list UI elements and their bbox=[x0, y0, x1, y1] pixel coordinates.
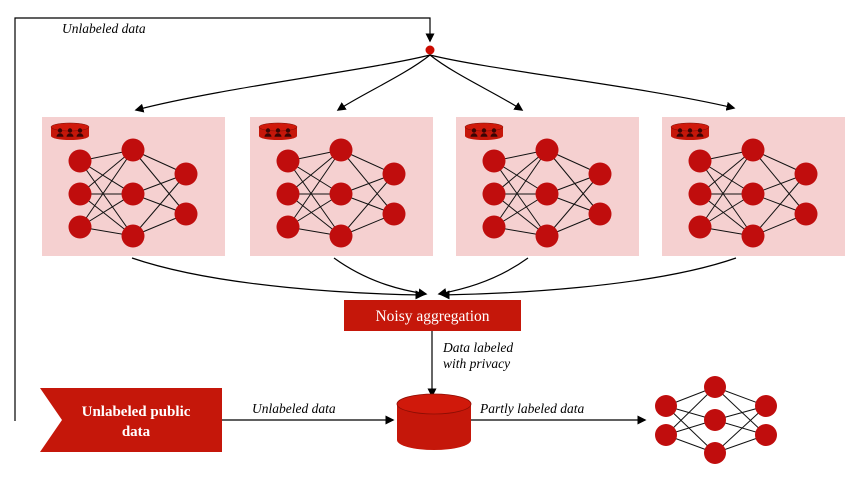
privacy-label-line1: Data labeled bbox=[442, 340, 513, 355]
noisy-aggregation-label: Noisy aggregation bbox=[375, 308, 489, 325]
arrow-teacher-4-to-aggregator bbox=[440, 257, 737, 300]
teacher-model-2 bbox=[250, 117, 433, 256]
arrow-teacher-3-to-aggregator bbox=[437, 257, 529, 297]
top-unlabeled-data-label: Unlabeled data bbox=[62, 21, 146, 36]
public-data-label-line1: Unlabeled public bbox=[82, 404, 191, 420]
noisy-aggregation-box: Noisy aggregation bbox=[344, 300, 521, 331]
split-dot-icon bbox=[425, 45, 435, 55]
partly-labeled-arrow-label: Partly labeled data bbox=[479, 401, 584, 416]
unlabeled-data-arrow-label: Unlabeled data bbox=[252, 401, 336, 416]
arrow-to-teacher-4 bbox=[429, 54, 736, 111]
arrow-to-teacher-3 bbox=[429, 54, 524, 111]
teacher-model-1 bbox=[42, 117, 225, 256]
privacy-label-line2: with privacy bbox=[443, 356, 510, 371]
arrow-teacher-1-to-aggregator bbox=[131, 257, 425, 300]
teacher-model-4 bbox=[662, 117, 845, 256]
labeled-data-store-icon bbox=[396, 393, 472, 450]
unlabeled-data-route-line bbox=[14, 17, 435, 421]
student-model bbox=[654, 375, 778, 465]
arrow-to-teacher-1 bbox=[134, 54, 431, 113]
teacher-model-3 bbox=[456, 117, 639, 256]
unlabeled-public-data-banner: Unlabeled public data bbox=[40, 388, 222, 452]
arrow-teacher-2-to-aggregator bbox=[333, 257, 428, 298]
arrow-to-teacher-2 bbox=[336, 54, 431, 111]
public-data-label-line2: data bbox=[122, 424, 151, 440]
